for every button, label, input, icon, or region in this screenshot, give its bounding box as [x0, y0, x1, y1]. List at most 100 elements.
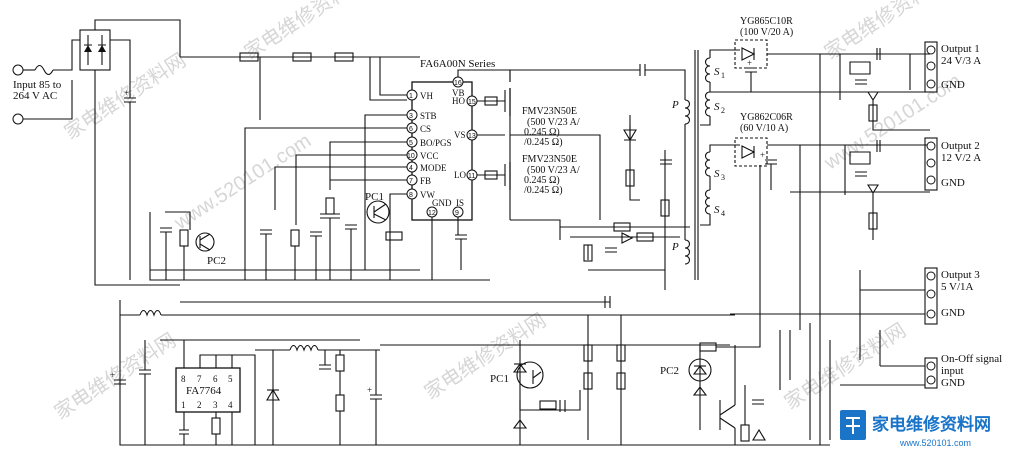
- startup-resistors: [239, 52, 407, 101]
- high-side-mosfet: FMV23N50E (500 V/23 A/ 0.245 Ω) /0.245 Ω…: [484, 70, 580, 148]
- logo-title: 家电维修资料网: [872, 414, 991, 434]
- input-label: Input 85 to: [13, 79, 62, 91]
- svg-text:S: S: [714, 204, 720, 216]
- svg-text:+: +: [747, 58, 752, 68]
- watermark-text: 家电维修资料网: [50, 329, 180, 425]
- svg-text:2: 2: [721, 106, 725, 115]
- svg-text:VS: VS: [454, 130, 466, 140]
- svg-text:LO: LO: [454, 170, 466, 180]
- fuse-symbol: [34, 64, 54, 76]
- svg-text:HO: HO: [452, 96, 465, 106]
- svg-text:(500 V/23 A/: (500 V/23 A/: [527, 117, 580, 128]
- svg-text:1: 1: [721, 71, 725, 80]
- svg-text:/0.245 Ω): /0.245 Ω): [524, 137, 563, 148]
- secondary-feedback: PC1 PC2: [490, 165, 881, 445]
- svg-text:4: 4: [409, 165, 413, 172]
- svg-text:+: +: [124, 88, 129, 98]
- ic-standby-name: FA7764: [186, 385, 222, 397]
- logo-url: www.520101.com: [899, 438, 971, 448]
- output2-connector: Output 2 12 V/2 A GND: [924, 137, 981, 191]
- output2-gnd: GND: [941, 177, 965, 189]
- svg-text:+: +: [367, 385, 372, 395]
- input-label: 264 V AC: [13, 90, 57, 102]
- svg-text:(60 V/10 A): (60 V/10 A): [740, 123, 788, 134]
- transformer-p: P: [671, 241, 679, 253]
- svg-text:12: 12: [428, 210, 436, 217]
- ac-input: Input 85 to 264 V AC: [12, 39, 80, 125]
- svg-text:+: +: [760, 150, 765, 160]
- watermark-text: 家电维修资料网: [240, 0, 370, 64]
- output2-value: 12 V/2 A: [941, 152, 981, 164]
- mosfet-high-name: FMV23N50E: [522, 106, 577, 117]
- svg-text:1: 1: [181, 400, 186, 410]
- output1-title: Output 1: [941, 43, 980, 55]
- onoff-connector: On-Off signal input GND: [840, 353, 1002, 389]
- transformer-p: P: [671, 99, 679, 111]
- svg-text:/0.245 Ω): /0.245 Ω): [524, 185, 563, 196]
- diode1-name: YG865C10R: [740, 16, 793, 27]
- svg-text:4: 4: [721, 209, 725, 218]
- ic-left-pins: 1 VH 3 STB 6 CS 5 BO/PGS 10 VCC 4 MODE 7…: [406, 89, 452, 200]
- svg-text:2: 2: [197, 400, 202, 410]
- svg-text:3: 3: [213, 400, 218, 410]
- svg-text:(500 V/23 A/: (500 V/23 A/: [527, 165, 580, 176]
- output1-value: 24 V/3 A: [941, 55, 981, 67]
- svg-text:8: 8: [181, 374, 186, 384]
- svg-text:0.245 Ω): 0.245 Ω): [524, 175, 560, 186]
- svg-text:13: 13: [468, 133, 476, 140]
- svg-text:FB: FB: [420, 176, 431, 186]
- svg-text:1: 1: [409, 93, 413, 100]
- pc2-bottom-label: PC2: [660, 365, 679, 377]
- svg-text:7: 7: [197, 374, 202, 384]
- output2-rectifier: YG862C06R (60 V/10 A) +: [734, 112, 930, 330]
- svg-text:16: 16: [454, 80, 462, 87]
- output1-rectifier: YG865C10R (100 V/20 A) +: [734, 16, 930, 445]
- svg-text:6: 6: [409, 126, 413, 133]
- svg-text:3: 3: [721, 173, 725, 182]
- watermark-url: www.520101.com: [170, 130, 315, 235]
- output3-connector: Output 3 5 V/1A GND: [730, 267, 980, 325]
- bridge-rectifier: [79, 19, 181, 286]
- pc2-top-label: PC2: [207, 255, 226, 267]
- svg-text:3: 3: [409, 113, 413, 120]
- svg-text:+: +: [110, 370, 115, 380]
- mosfet-low-name: FMV23N50E: [522, 154, 577, 165]
- svg-text:5: 5: [228, 374, 233, 384]
- svg-text:S: S: [714, 168, 720, 180]
- output3-gnd: GND: [941, 307, 965, 319]
- low-side-mosfet: FMV23N50E (500 V/23 A/ 0.245 Ω) /0.245 Ω…: [484, 135, 580, 220]
- onoff-label: input: [941, 365, 964, 377]
- svg-text:6: 6: [213, 374, 218, 384]
- onoff-label: On-Off signal: [941, 353, 1002, 365]
- pc1-top-label: PC1: [365, 191, 384, 203]
- watermark-text: 家电维修资料网: [420, 309, 550, 405]
- svg-text:S: S: [714, 101, 720, 113]
- pc1-bottom-label: PC1: [490, 373, 509, 385]
- svg-text:STB: STB: [420, 111, 437, 121]
- svg-text:15: 15: [468, 99, 476, 106]
- svg-text:4: 4: [228, 400, 233, 410]
- output3-value: 5 V/1A: [941, 281, 974, 293]
- svg-text:S: S: [714, 66, 720, 78]
- output2-title: Output 2: [941, 140, 980, 152]
- controller-wiring: [149, 57, 511, 281]
- svg-text:(100 V/20 A): (100 V/20 A): [740, 27, 793, 38]
- svg-text:VCC: VCC: [420, 151, 439, 161]
- svg-text:BO/PGS: BO/PGS: [420, 138, 452, 148]
- output3-title: Output 3: [941, 269, 980, 281]
- svg-text:VB: VB: [452, 88, 465, 98]
- diode2-name: YG862C06R: [740, 112, 793, 123]
- svg-text:5: 5: [409, 140, 413, 147]
- standby-converter: + FA7764 8 7 6 5 1 2 3 4 +: [110, 296, 830, 446]
- svg-text:11: 11: [468, 173, 475, 180]
- svg-text:VH: VH: [420, 91, 433, 101]
- ic-main-name: FA6A00N Series: [420, 58, 495, 70]
- svg-text:8: 8: [409, 192, 413, 199]
- onoff-gnd: GND: [941, 377, 965, 389]
- svg-text:0.245 Ω): 0.245 Ω): [524, 127, 560, 138]
- output1-connector: Output 1 24 V/3 A GND: [924, 41, 981, 93]
- svg-text:VW: VW: [420, 190, 435, 200]
- svg-text:9: 9: [455, 210, 459, 217]
- input-terminal: [12, 64, 24, 76]
